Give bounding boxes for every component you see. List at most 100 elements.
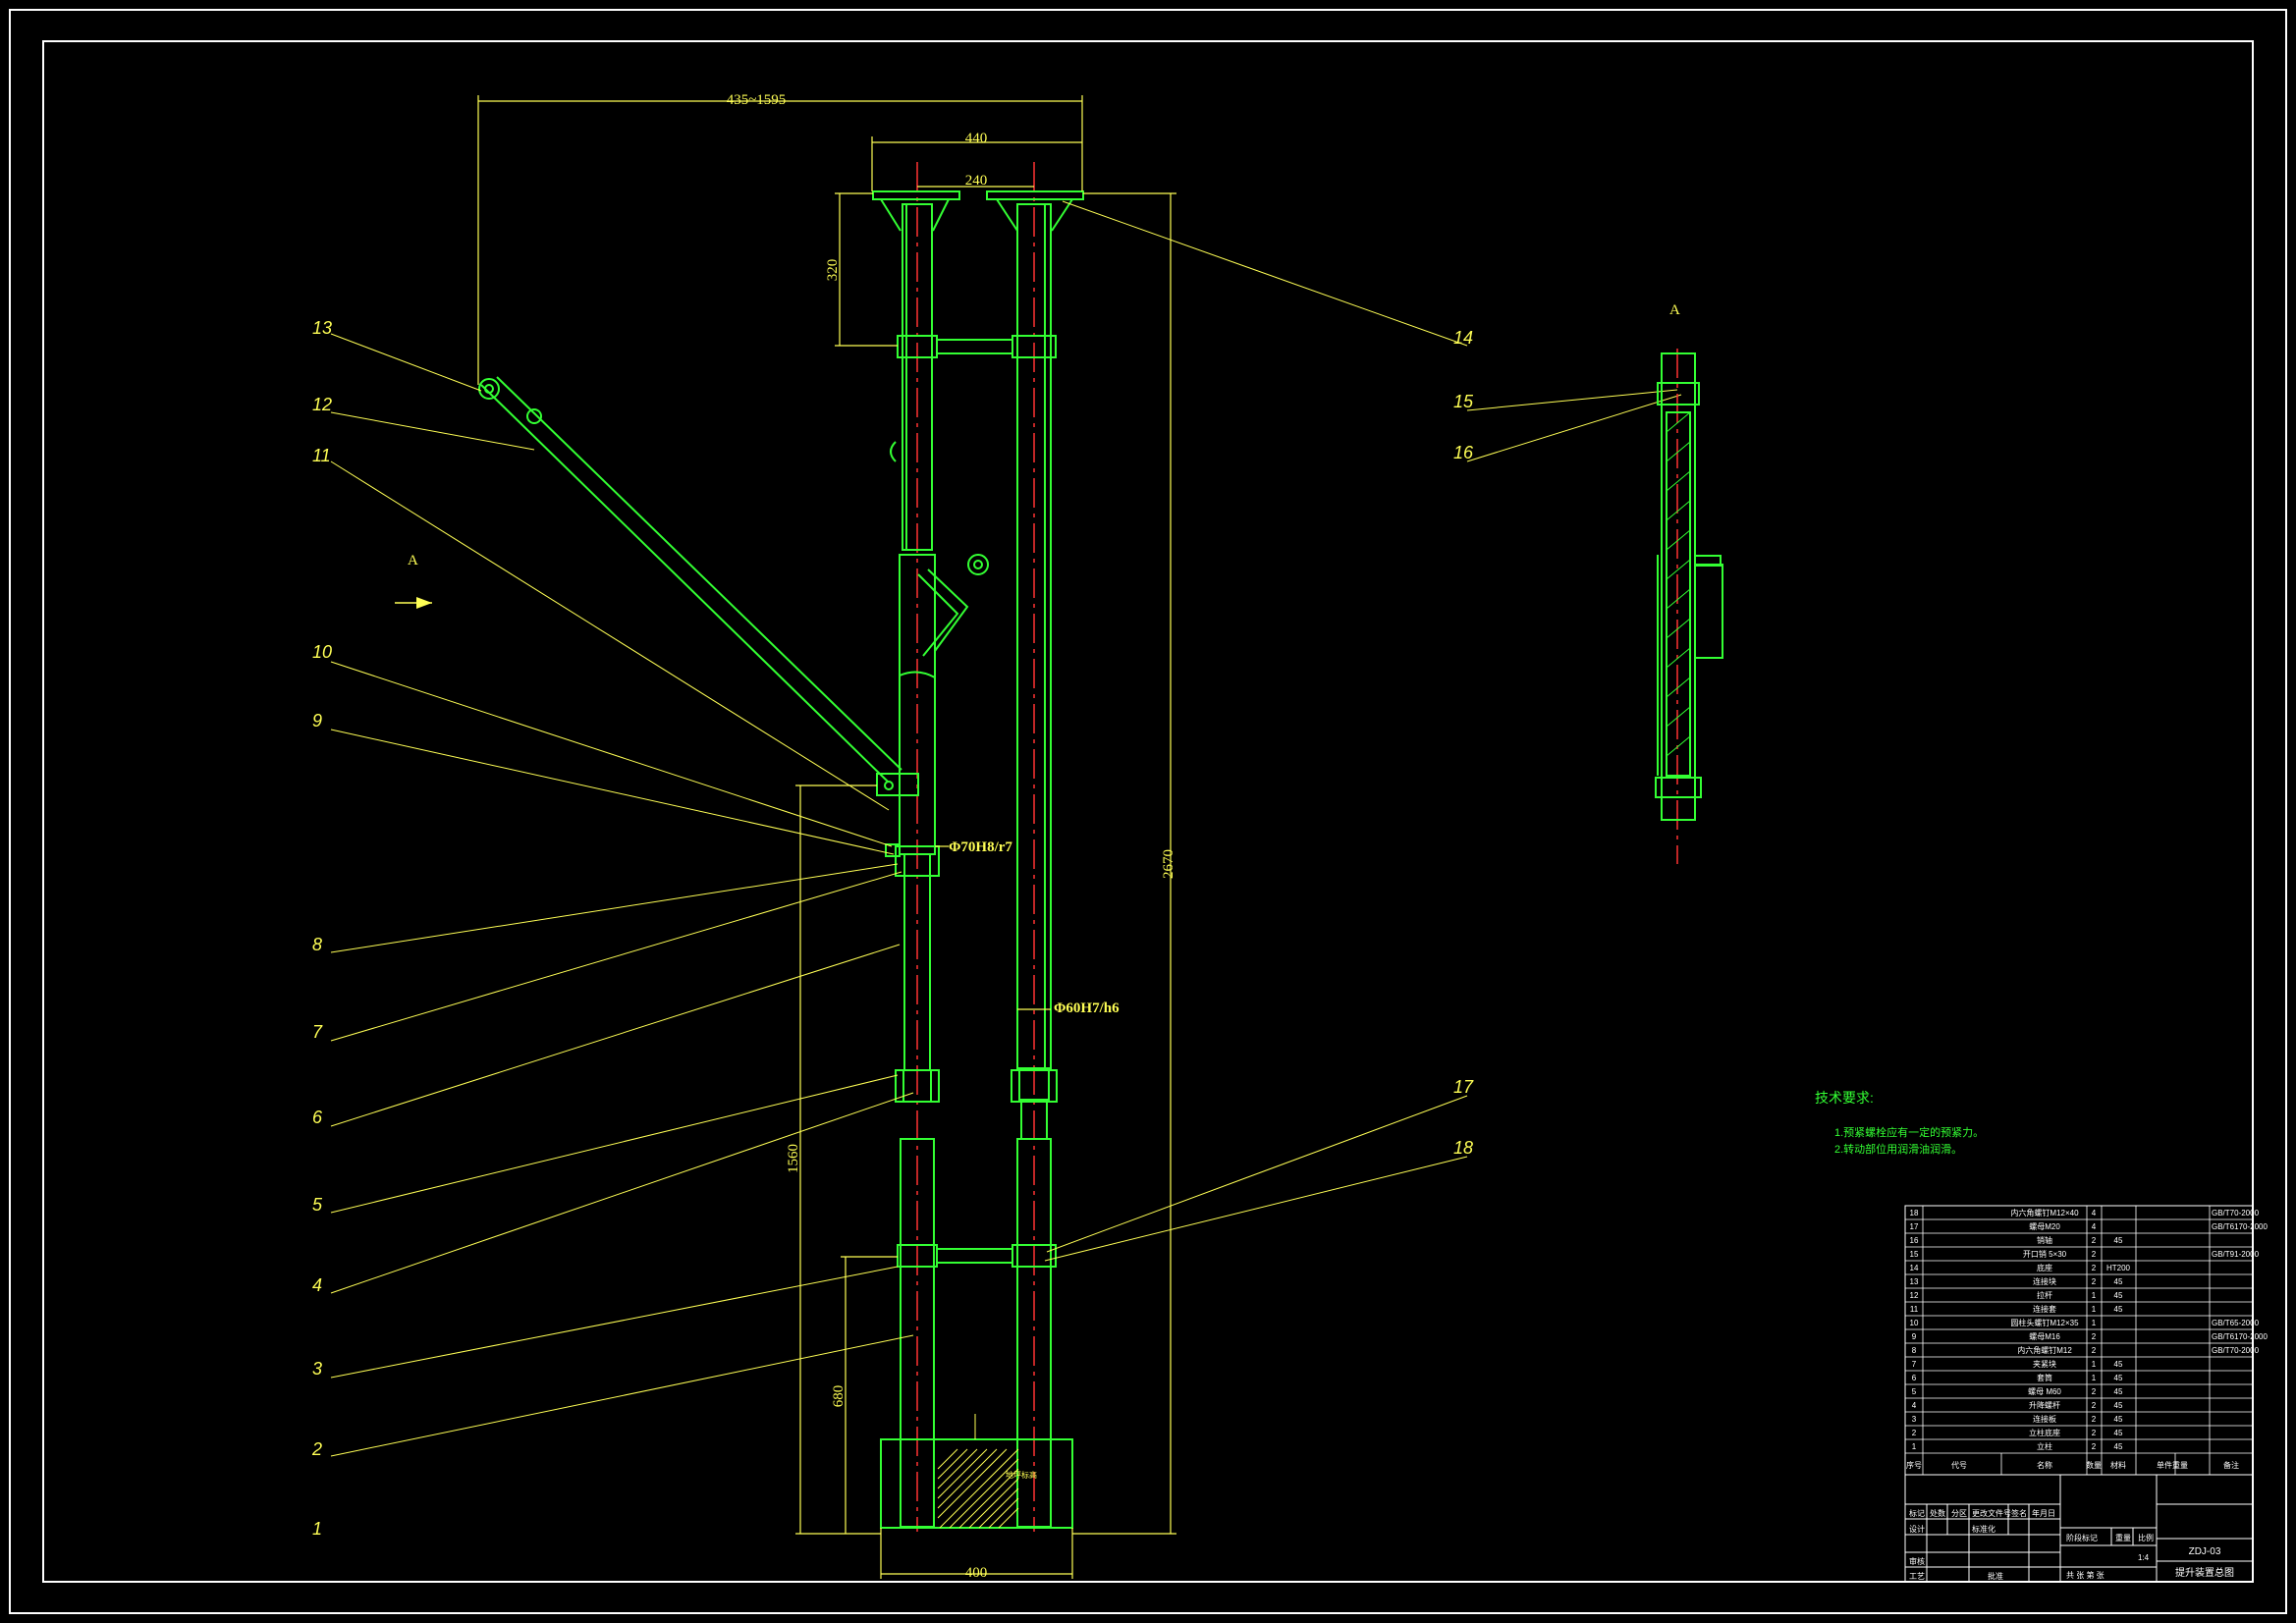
inner-border <box>42 40 2254 1583</box>
arm-top-pin <box>478 378 500 400</box>
nut-left <box>895 1069 940 1103</box>
dim-range: 435~1595 <box>727 92 787 108</box>
bom-row-qty: 2 <box>2092 1332 2097 1341</box>
leader-18: 18 <box>1453 1138 1473 1158</box>
title-block <box>1904 1474 2254 1583</box>
bom-row-qty: 4 <box>2092 1222 2097 1231</box>
bom-row-name: 立柱底座 <box>2029 1428 2060 1437</box>
arm-top-pin-inner <box>484 384 494 394</box>
bom-row-qty: 1 <box>2092 1319 2097 1327</box>
left-column-upper <box>902 203 933 551</box>
view-label-main: A <box>408 553 418 568</box>
bom-row-name: 拉杆 <box>2037 1290 2052 1300</box>
bom-header: 备注 <box>2223 1460 2239 1470</box>
bom-row-material: 45 <box>2114 1236 2123 1245</box>
svg-text:重量: 重量 <box>2115 1533 2131 1542</box>
bom-row-qty: 1 <box>2092 1291 2097 1300</box>
svg-text:审核: 审核 <box>1909 1556 1925 1566</box>
view-a <box>1655 349 1723 864</box>
side-hatch-area <box>1666 411 1691 777</box>
bom-row-name: 升降螺杆 <box>2029 1400 2060 1410</box>
left-column-bottom <box>900 1138 935 1528</box>
bom-row-material: 45 <box>2114 1429 2123 1437</box>
bom-header: 序号 <box>1906 1460 1922 1470</box>
bom-row-no: 16 <box>1910 1236 1919 1245</box>
svg-text:设计: 设计 <box>1909 1524 1925 1534</box>
bom-row-qty: 2 <box>2092 1264 2097 1272</box>
bom-row-name: 连接套 <box>2033 1304 2056 1314</box>
leader-12: 12 <box>312 395 332 414</box>
bom-header: 单件重量 <box>2157 1460 2188 1470</box>
base-label: 地坪标高 <box>1006 1470 1037 1480</box>
bom-row-name: 连接板 <box>2033 1414 2056 1424</box>
side-plate-top <box>1694 555 1722 567</box>
leader-10: 10 <box>312 642 332 662</box>
top-plate-left <box>872 190 960 200</box>
bom-row-no: 5 <box>1912 1387 1917 1396</box>
bom-row-no: 3 <box>1912 1415 1917 1424</box>
svg-text:工艺: 工艺 <box>1909 1572 1925 1581</box>
leader-17: 17 <box>1453 1077 1474 1097</box>
bom-row-note: GB/T65-2000 <box>2212 1319 2260 1327</box>
dim-1560: 1560 <box>786 1144 801 1173</box>
svg-text:阶段标记: 阶段标记 <box>2066 1533 2098 1542</box>
leader-3: 3 <box>312 1359 322 1379</box>
bom-row-no: 14 <box>1910 1264 1919 1272</box>
upper-tie-bar <box>936 339 1013 354</box>
view-label-side: A <box>1669 302 1680 318</box>
bom-row-qty: 1 <box>2092 1305 2097 1314</box>
nut-right <box>1011 1069 1058 1103</box>
svg-text:共 张 第 张: 共 张 第 张 <box>2066 1570 2105 1580</box>
bom-row-material: 45 <box>2114 1291 2123 1300</box>
bom-row-name: 底座 <box>2037 1263 2052 1272</box>
bom-row-name: 开口销 5×30 <box>2023 1249 2067 1259</box>
bom-row-note: GB/T70-2000 <box>2212 1209 2260 1217</box>
dimension-lines <box>477 95 1176 1579</box>
rib-left <box>880 198 950 232</box>
bom-row-name: 销轴 <box>2037 1235 2052 1245</box>
drawing-title: 提升装置总图 <box>2175 1566 2234 1579</box>
right-column <box>1016 203 1052 1069</box>
leader-15: 15 <box>1453 392 1474 411</box>
leader-4: 4 <box>312 1275 322 1295</box>
bom-row-qty: 1 <box>2092 1360 2097 1369</box>
notes-title: 技术要求: <box>1815 1090 1874 1106</box>
top-plate-right <box>986 190 1084 200</box>
main-assembly <box>478 162 1084 1532</box>
leader-6: 6 <box>312 1108 323 1127</box>
bom-row-qty: 2 <box>2092 1401 2097 1410</box>
bom-header: 代号 <box>1951 1460 1967 1470</box>
bom-row-name: 夹紧块 <box>2033 1359 2056 1369</box>
handle-pin <box>967 554 989 575</box>
leader-9: 9 <box>312 711 322 730</box>
bom-row-qty: 2 <box>2092 1277 2097 1286</box>
bom-row-qty: 2 <box>2092 1429 2097 1437</box>
leader-13: 13 <box>312 318 332 338</box>
bom-row-no: 7 <box>1912 1360 1917 1369</box>
bom-row-no: 10 <box>1910 1319 1919 1327</box>
leader-7: 7 <box>312 1022 323 1042</box>
svg-text:签名: 签名 <box>2011 1508 2027 1518</box>
dim-400: 400 <box>965 1565 988 1581</box>
title-block-text: 标记 处数 分区 更改文件号 签名 年月日 设计 标准化 审核 工艺 批准 阶段… <box>1909 1508 2234 1581</box>
bom-row-no: 8 <box>1912 1346 1917 1355</box>
svg-text:标记: 标记 <box>1909 1508 1925 1518</box>
bom-row-note: GB/T91-2000 <box>2212 1250 2260 1259</box>
bom-row-note: GB/T70-2000 <box>2212 1346 2260 1355</box>
bom-row-no: 4 <box>1912 1401 1917 1410</box>
svg-text:更改文件号: 更改文件号 <box>1972 1508 2011 1518</box>
svg-text:1:4: 1:4 <box>2138 1553 2150 1562</box>
bom-row-name: 内六角螺钉M12×40 <box>2010 1208 2079 1217</box>
right-column-bottom <box>1016 1138 1052 1528</box>
bom-row-name: 套筒 <box>2037 1373 2052 1382</box>
bolt-lug <box>890 441 897 462</box>
bom-row-material: 45 <box>2114 1415 2123 1424</box>
bom-row-name: 圆柱头螺钉M12×35 <box>2010 1318 2079 1327</box>
lower-tie-bar <box>936 1248 1013 1264</box>
svg-text:标准化: 标准化 <box>1972 1524 1995 1534</box>
arm-lug <box>526 408 542 424</box>
bom-row-name: 螺母 M60 <box>2028 1386 2061 1396</box>
bom-row-note: GB/T6170-2000 <box>2212 1222 2268 1231</box>
fit-upper: Φ70H8/r7 <box>949 839 1012 855</box>
